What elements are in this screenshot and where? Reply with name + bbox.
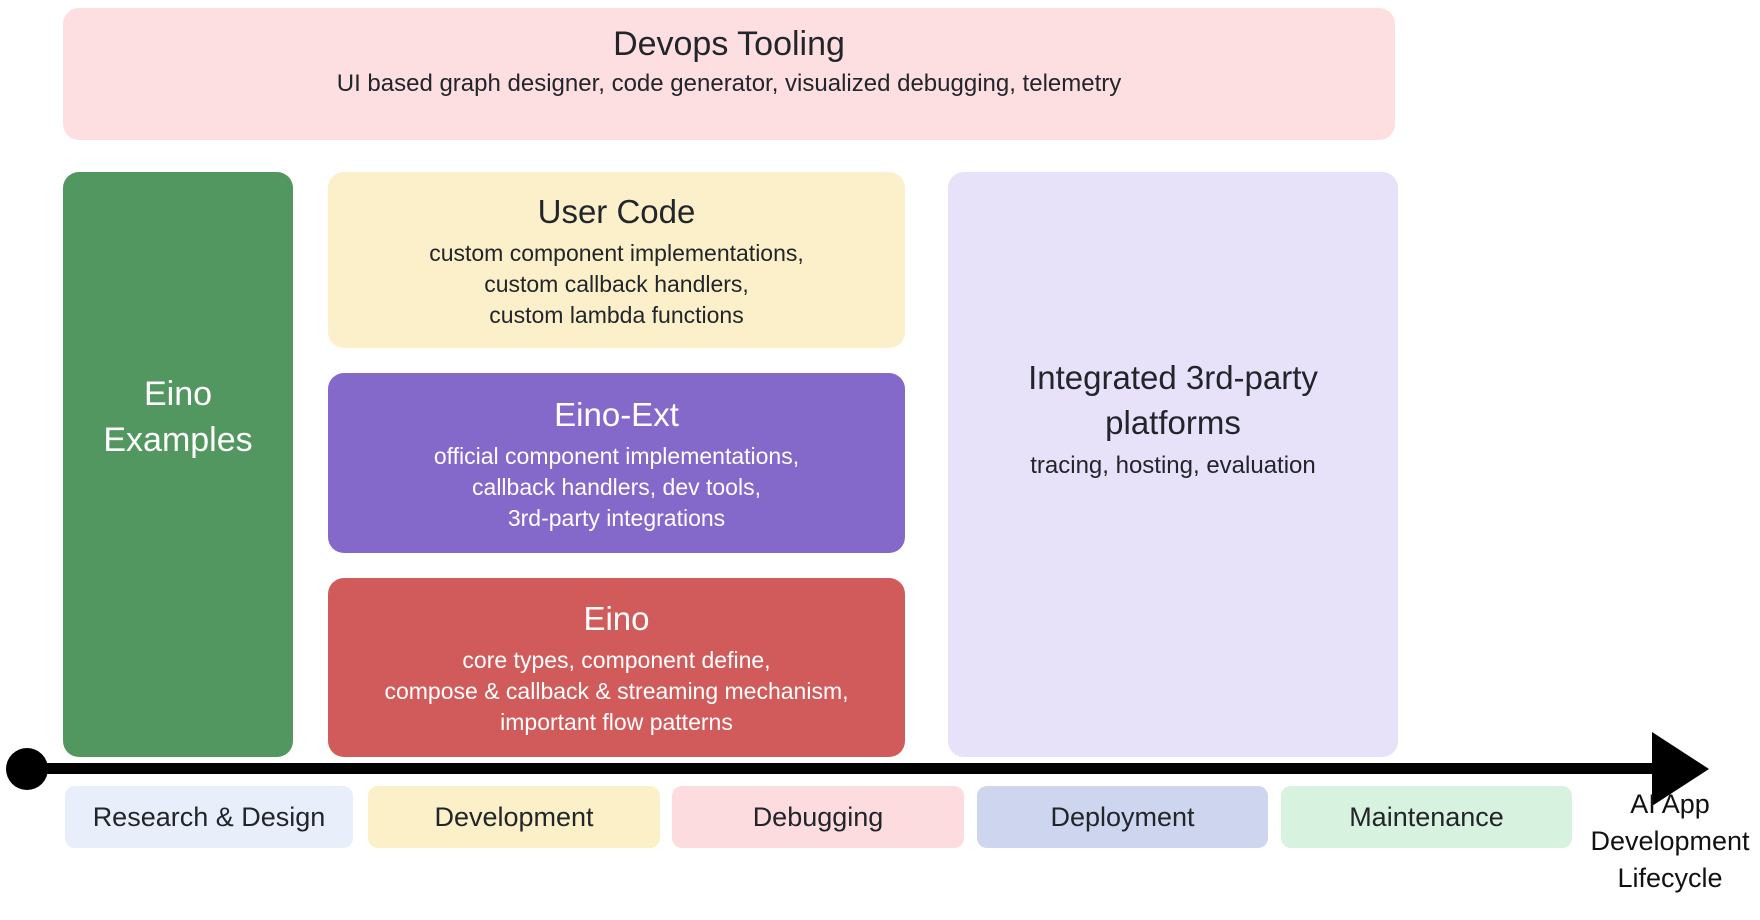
axis-caption-line: Lifecycle xyxy=(1617,863,1723,893)
stage-development: Development xyxy=(368,786,660,848)
eino-core-title: Eino xyxy=(583,600,650,637)
timeline-arrowhead-icon xyxy=(1652,732,1709,806)
eino-examples-title-line2: Examples xyxy=(103,420,253,459)
stage-maintenance: Maintenance xyxy=(1281,786,1572,848)
stage-label: Research & Design xyxy=(92,801,326,832)
devops-tooling-box: Devops Tooling UI based graph designer, … xyxy=(63,8,1395,140)
stage-deployment: Deployment xyxy=(977,786,1268,848)
devops-tooling-title: Devops Tooling xyxy=(613,25,845,63)
eino-examples-box: Eino Examples xyxy=(63,172,293,757)
user-code-line: custom component implementations, xyxy=(429,239,804,266)
integrated-platforms-title: Integrated 3rd-party platforms xyxy=(1028,359,1318,441)
stage-label: Development xyxy=(434,801,594,832)
user-code-title: User Code xyxy=(537,192,696,230)
eino-core-line: important flow patterns xyxy=(500,709,733,735)
eino-ext-line: callback handlers, dev tools, xyxy=(472,473,761,500)
eino-core-box: Eino core types, component define, compo… xyxy=(328,578,905,757)
eino-ext-box: Eino-Ext official component implementati… xyxy=(328,373,905,553)
devops-tooling-subtitle: UI based graph designer, code generator,… xyxy=(336,70,1122,97)
integrated-platforms-subtitle: tracing, hosting, evaluation xyxy=(1030,452,1316,479)
eino-ext-title: Eino-Ext xyxy=(554,395,679,433)
timeline-axis-line xyxy=(26,763,1656,774)
eino-ext-line: official component implementations, xyxy=(433,442,800,469)
stage-label: Deployment xyxy=(1050,801,1195,832)
eino-examples-title-line1: Eino xyxy=(143,374,213,413)
stage-research-design: Research & Design xyxy=(65,786,353,848)
user-code-line: custom callback handlers, xyxy=(484,270,749,297)
axis-caption-line: AI App xyxy=(1630,789,1710,819)
eino-ext-line: 3rd-party integrations xyxy=(507,504,726,531)
eino-core-line: compose & callback & streaming mechanism… xyxy=(384,678,849,704)
axis-caption-line: Development xyxy=(1590,826,1750,856)
user-code-line: custom lambda functions xyxy=(489,301,744,328)
axis-caption: AI App Development Lifecycle xyxy=(1572,786,1760,897)
stage-label: Maintenance xyxy=(1349,801,1504,832)
stage-debugging: Debugging xyxy=(672,786,964,848)
integrated-platforms-box: Integrated 3rd-party platforms tracing, … xyxy=(948,172,1398,757)
eino-core-line: core types, component define, xyxy=(462,647,771,673)
stage-label: Debugging xyxy=(752,801,884,832)
user-code-box: User Code custom component implementatio… xyxy=(328,172,905,348)
